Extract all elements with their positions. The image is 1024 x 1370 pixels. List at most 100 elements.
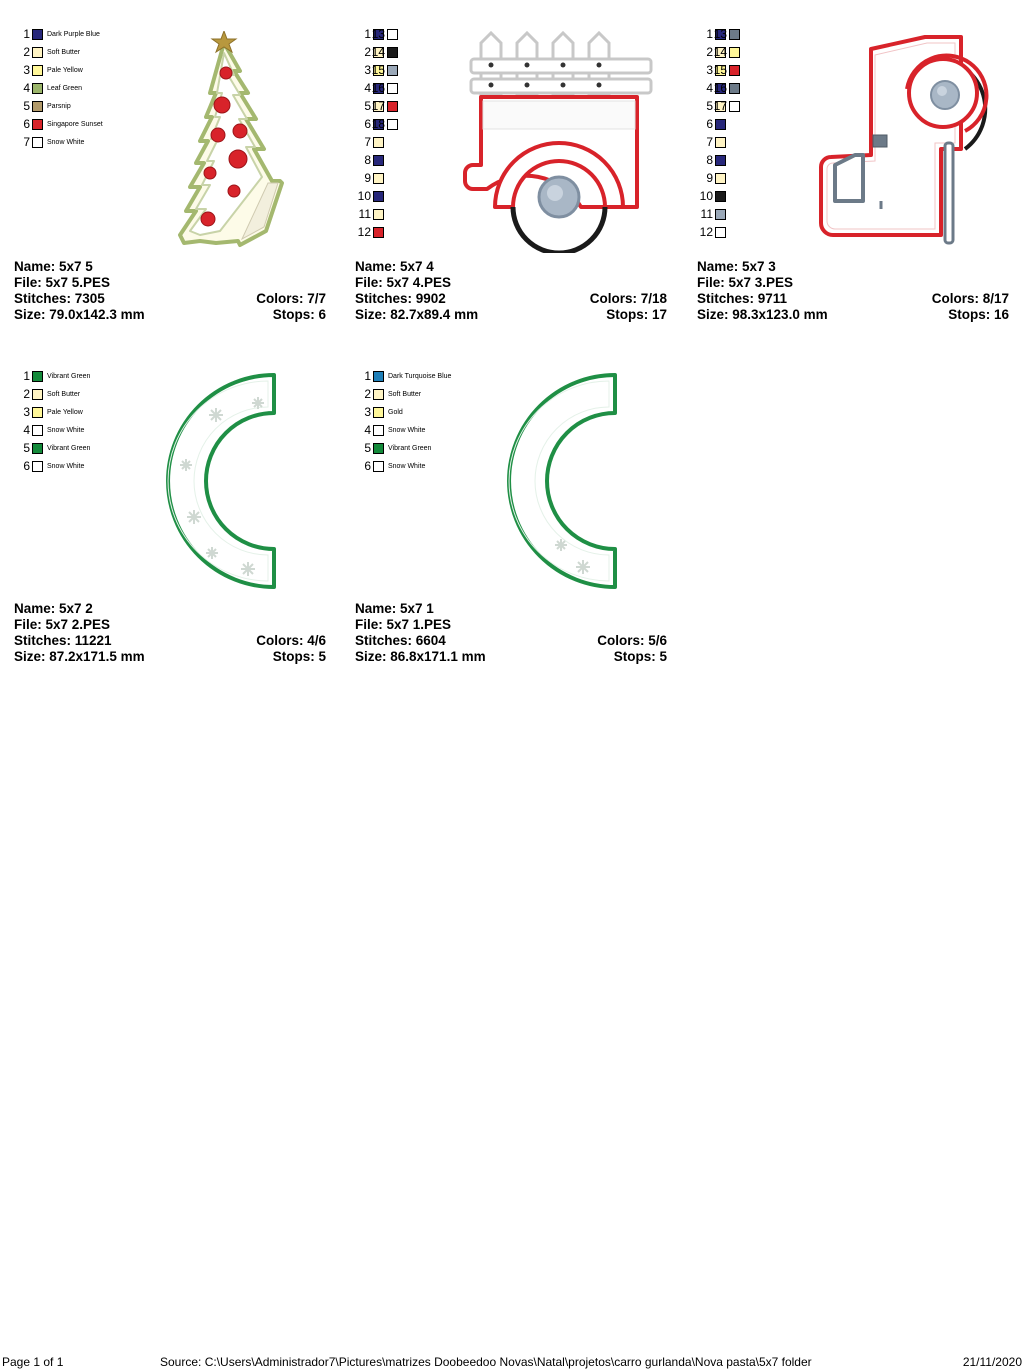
swatch-color-box bbox=[32, 424, 43, 436]
swatch-number: 2 bbox=[23, 45, 30, 59]
design-stitches: Stitches: 7305 bbox=[14, 291, 105, 306]
swatch-number: 5 bbox=[706, 99, 713, 113]
color-swatch-row: 9 bbox=[697, 169, 726, 187]
design-colors: Colors: 4/6 bbox=[256, 633, 326, 648]
swatch-color-box bbox=[373, 424, 384, 436]
swatch-color-box bbox=[32, 136, 43, 148]
swatch-color-box bbox=[715, 172, 726, 184]
swatch-number: 17 bbox=[371, 99, 385, 113]
swatch-color-box bbox=[373, 82, 384, 94]
color-swatch-row: 7 bbox=[697, 133, 726, 151]
swatch-color-box bbox=[715, 64, 726, 76]
swatch-color-box bbox=[32, 370, 43, 382]
swatch-color-name: Pale Yellow bbox=[47, 66, 83, 74]
swatch-number: 16 bbox=[371, 81, 385, 95]
swatch-number: 12 bbox=[357, 225, 371, 239]
swatch-number: 6 bbox=[23, 117, 30, 131]
swatch-color-box bbox=[373, 118, 384, 130]
swatch-color-box bbox=[32, 100, 43, 112]
design-name: Name: 5x7 2 bbox=[14, 601, 93, 616]
design-stops: Stops: 17 bbox=[606, 307, 667, 322]
swatch-color-box bbox=[729, 64, 740, 76]
page-number: Page 1 of 1 bbox=[2, 1355, 64, 1369]
swatch-number: 3 bbox=[706, 63, 713, 77]
swatch-color-name: Snow White bbox=[47, 138, 85, 146]
swatch-color-box bbox=[373, 172, 384, 184]
color-swatch-row: 3 bbox=[697, 61, 726, 79]
swatch-color-name: Snow White bbox=[47, 462, 85, 470]
design-size: Size: 79.0x142.3 mm bbox=[14, 307, 145, 322]
swatch-number: 4 bbox=[23, 423, 30, 437]
design-file: File: 5x7 3.PES bbox=[697, 275, 794, 290]
swatch-color-box bbox=[373, 442, 384, 454]
swatch-number: 7 bbox=[23, 135, 30, 149]
wheel-arc-icon bbox=[507, 373, 617, 589]
swatch-number: 18 bbox=[371, 117, 385, 131]
design-colors: Colors: 7/7 bbox=[256, 291, 326, 306]
swatch-color-box bbox=[373, 136, 384, 148]
design-name: Name: 5x7 3 bbox=[697, 259, 776, 274]
design-file: File: 5x7 1.PES bbox=[355, 617, 452, 632]
design-size: Size: 82.7x89.4 mm bbox=[355, 307, 479, 322]
swatch-number: 2 bbox=[364, 387, 371, 401]
swatch-number: 6 bbox=[364, 117, 371, 131]
color-swatch-row: 8 bbox=[697, 151, 726, 169]
swatch-color-name: Soft Butter bbox=[388, 390, 422, 398]
color-swatch-row: 1 bbox=[355, 25, 384, 43]
color-swatch-row: 16 bbox=[711, 79, 740, 97]
swatch-color-box bbox=[715, 46, 726, 58]
swatch-color-box bbox=[373, 46, 384, 58]
color-swatch-row: 2 Soft Butter bbox=[355, 385, 421, 403]
swatch-number: 9 bbox=[364, 171, 371, 185]
swatch-color-box bbox=[373, 154, 384, 166]
design-stitches: Stitches: 9711 bbox=[697, 291, 788, 306]
design-file: File: 5x7 5.PES bbox=[14, 275, 111, 290]
color-swatch-row: 7 bbox=[355, 133, 384, 151]
swatch-color-box bbox=[715, 208, 726, 220]
color-swatch-row: 12 bbox=[355, 223, 384, 241]
swatch-number: 3 bbox=[23, 63, 30, 77]
swatch-number: 6 bbox=[706, 117, 713, 131]
color-swatch-row: 4 bbox=[697, 79, 726, 97]
design-stops: Stops: 5 bbox=[272, 649, 326, 664]
swatch-number: 3 bbox=[23, 405, 30, 419]
color-swatch-row: 8 bbox=[355, 151, 384, 169]
color-swatch-row: 6 bbox=[697, 115, 726, 133]
color-swatch-row: 15 bbox=[711, 61, 740, 79]
swatch-number: 5 bbox=[364, 441, 371, 455]
color-swatch-row: 10 bbox=[355, 187, 384, 205]
design-stitches: Stitches: 6604 bbox=[355, 633, 446, 648]
swatch-number: 15 bbox=[371, 63, 385, 77]
swatch-color-box bbox=[387, 28, 398, 40]
swatch-number: 1 bbox=[23, 27, 30, 41]
swatch-color-box bbox=[387, 118, 398, 130]
swatch-color-box bbox=[373, 460, 384, 472]
swatch-number: 13 bbox=[371, 27, 385, 41]
print-date: 21/11/2020 bbox=[962, 1355, 1022, 1369]
design-stops: Stops: 16 bbox=[948, 307, 1009, 322]
color-swatch-row: 13 bbox=[369, 25, 398, 43]
swatch-color-name: Parsnip bbox=[47, 102, 71, 110]
design-size: Size: 87.2x171.5 mm bbox=[14, 649, 145, 664]
swatch-color-box bbox=[387, 46, 398, 58]
color-swatch-row: 15 bbox=[369, 61, 398, 79]
swatch-color-box bbox=[387, 82, 398, 94]
swatch-color-name: Leaf Green bbox=[47, 84, 83, 92]
design-name: Name: 5x7 5 bbox=[14, 259, 93, 274]
design-colors: Colors: 8/17 bbox=[931, 291, 1009, 306]
color-swatch-row: 9 bbox=[355, 169, 384, 187]
swatch-color-box bbox=[715, 28, 726, 40]
swatch-number: 7 bbox=[364, 135, 371, 149]
swatch-number: 13 bbox=[713, 27, 727, 41]
swatch-number: 6 bbox=[364, 459, 371, 473]
swatch-color-box bbox=[729, 46, 740, 58]
